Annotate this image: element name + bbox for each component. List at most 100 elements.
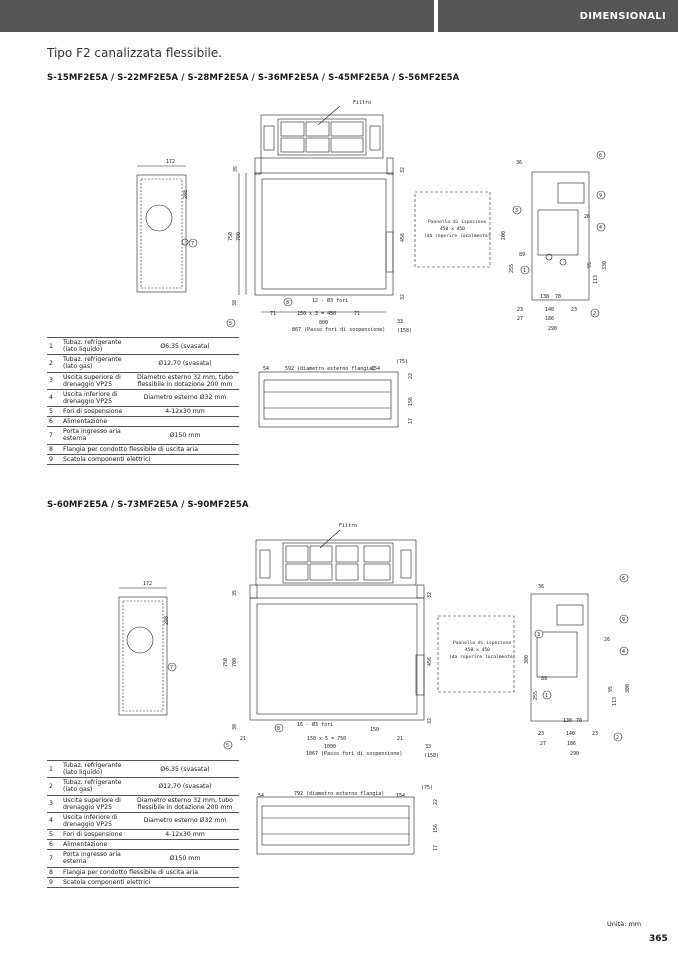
svg-text:17: 17: [408, 418, 414, 424]
svg-text:1067 (Passo fori di sospension: 1067 (Passo fori di sospensione): [306, 751, 402, 757]
svg-text:(da reperire localmente): (da reperire localmente): [424, 233, 490, 239]
svg-text:Pannello di ispezione: Pannello di ispezione: [428, 219, 486, 225]
side-view-left-2: 172 288 7: [118, 581, 177, 716]
svg-text:1000: 1000: [324, 744, 336, 750]
svg-text:140: 140: [566, 731, 575, 737]
svg-text:200: 200: [501, 231, 507, 240]
filtro-label: Filtro: [353, 100, 371, 106]
svg-text:456: 456: [400, 233, 406, 242]
svg-text:(75): (75): [421, 785, 433, 791]
svg-text:71: 71: [270, 311, 276, 317]
svg-text:750: 750: [223, 658, 229, 667]
svg-text:54: 54: [258, 793, 264, 799]
svg-text:288: 288: [164, 616, 170, 625]
svg-text:592 (diametro esterno flangia): 592 (diametro esterno flangia): [285, 366, 375, 372]
svg-text:(158): (158): [424, 753, 439, 759]
svg-text:150 x 5 = 750: 150 x 5 = 750: [307, 736, 346, 742]
filter-top-view-2: Filtro: [255, 523, 417, 586]
main-body-view: 750 700 35 38 32 456 32 71 150 x 3 = 450…: [226, 157, 412, 334]
svg-text:2: 2: [593, 311, 596, 317]
svg-text:22: 22: [433, 799, 439, 805]
flange-view: 54 592 (diametro esterno flangia) 154 (7…: [258, 359, 414, 428]
svg-text:89: 89: [519, 252, 525, 258]
svg-text:9: 9: [622, 617, 625, 623]
side-view-right: 36 26 200 89 255 113 95 330 138 78 23 14…: [501, 150, 608, 332]
svg-text:33: 33: [425, 744, 431, 750]
svg-text:35: 35: [233, 166, 239, 172]
svg-text:23: 23: [592, 731, 598, 737]
model-heading-1: S-15MF2E5A / S-22MF2E5A / S-28MF2E5A / S…: [47, 73, 460, 83]
svg-text:290: 290: [570, 751, 579, 757]
svg-text:7: 7: [170, 665, 173, 671]
svg-text:172: 172: [143, 581, 152, 587]
svg-text:150: 150: [370, 727, 379, 733]
svg-text:27: 27: [517, 316, 523, 322]
unit-note: Unità: mm: [607, 920, 642, 928]
main-body-view-2: 750 700 35 30 32 456 32 16 - Ø3 fori 150…: [223, 584, 439, 759]
svg-text:7: 7: [191, 241, 194, 247]
svg-text:38: 38: [232, 300, 238, 306]
svg-text:23: 23: [517, 307, 523, 313]
filter-top-view: Filtro: [260, 100, 384, 159]
svg-text:4: 4: [599, 225, 602, 231]
svg-text:27: 27: [540, 741, 546, 747]
svg-text:450 x 450: 450 x 450: [440, 226, 465, 232]
svg-text:156: 156: [433, 824, 439, 833]
svg-text:30: 30: [232, 724, 238, 730]
svg-text:130: 130: [563, 718, 572, 724]
svg-text:186: 186: [545, 316, 554, 322]
svg-text:290: 290: [548, 326, 557, 332]
svg-text:1: 1: [523, 268, 526, 274]
svg-text:3: 3: [515, 208, 518, 214]
side-view-right-2: 36 26 300 89 255 113 95 300 130 70 23 14…: [524, 573, 631, 757]
svg-text:5: 5: [226, 743, 229, 749]
svg-text:32: 32: [400, 167, 406, 173]
svg-text:186: 186: [567, 741, 576, 747]
svg-text:6: 6: [622, 576, 625, 582]
svg-text:12 - Ø3 fori: 12 - Ø3 fori: [312, 297, 348, 304]
svg-text:Pannello di ispezione: Pannello di ispezione: [453, 640, 511, 646]
side-view-left: 172 288 7: [136, 159, 198, 293]
svg-text:78: 78: [555, 294, 561, 300]
svg-text:3: 3: [537, 632, 540, 638]
svg-text:26: 26: [584, 214, 590, 220]
header-bar: [0, 0, 434, 32]
svg-text:6: 6: [599, 153, 602, 159]
svg-text:70: 70: [576, 718, 582, 724]
svg-text:95: 95: [608, 686, 614, 692]
svg-text:23: 23: [538, 731, 544, 737]
svg-text:750: 750: [228, 232, 234, 241]
svg-text:154: 154: [396, 793, 405, 799]
inspection-panel-2: Pannello di ispezione 450 x 450 (da repe…: [437, 615, 515, 693]
svg-text:700: 700: [236, 232, 242, 241]
svg-text:95: 95: [587, 262, 593, 268]
flange-view-2: 54 792 (diametro esterno flangia) 154 (7…: [256, 785, 439, 855]
svg-text:26: 26: [604, 637, 610, 643]
svg-text:23: 23: [571, 307, 577, 313]
svg-text:800: 800: [319, 320, 328, 326]
section-label: DIMENSIONALI: [579, 11, 666, 22]
svg-text:71: 71: [354, 311, 360, 317]
svg-text:156: 156: [408, 397, 414, 406]
svg-text:140: 140: [545, 307, 554, 313]
svg-text:8: 8: [277, 726, 280, 732]
page-number: 365: [649, 934, 668, 944]
svg-text:330: 330: [602, 261, 608, 270]
svg-text:792 (diametro esterno flangia): 792 (diametro esterno flangia): [294, 791, 384, 797]
svg-text:450 x 450: 450 x 450: [465, 647, 490, 653]
svg-text:154: 154: [371, 366, 380, 372]
